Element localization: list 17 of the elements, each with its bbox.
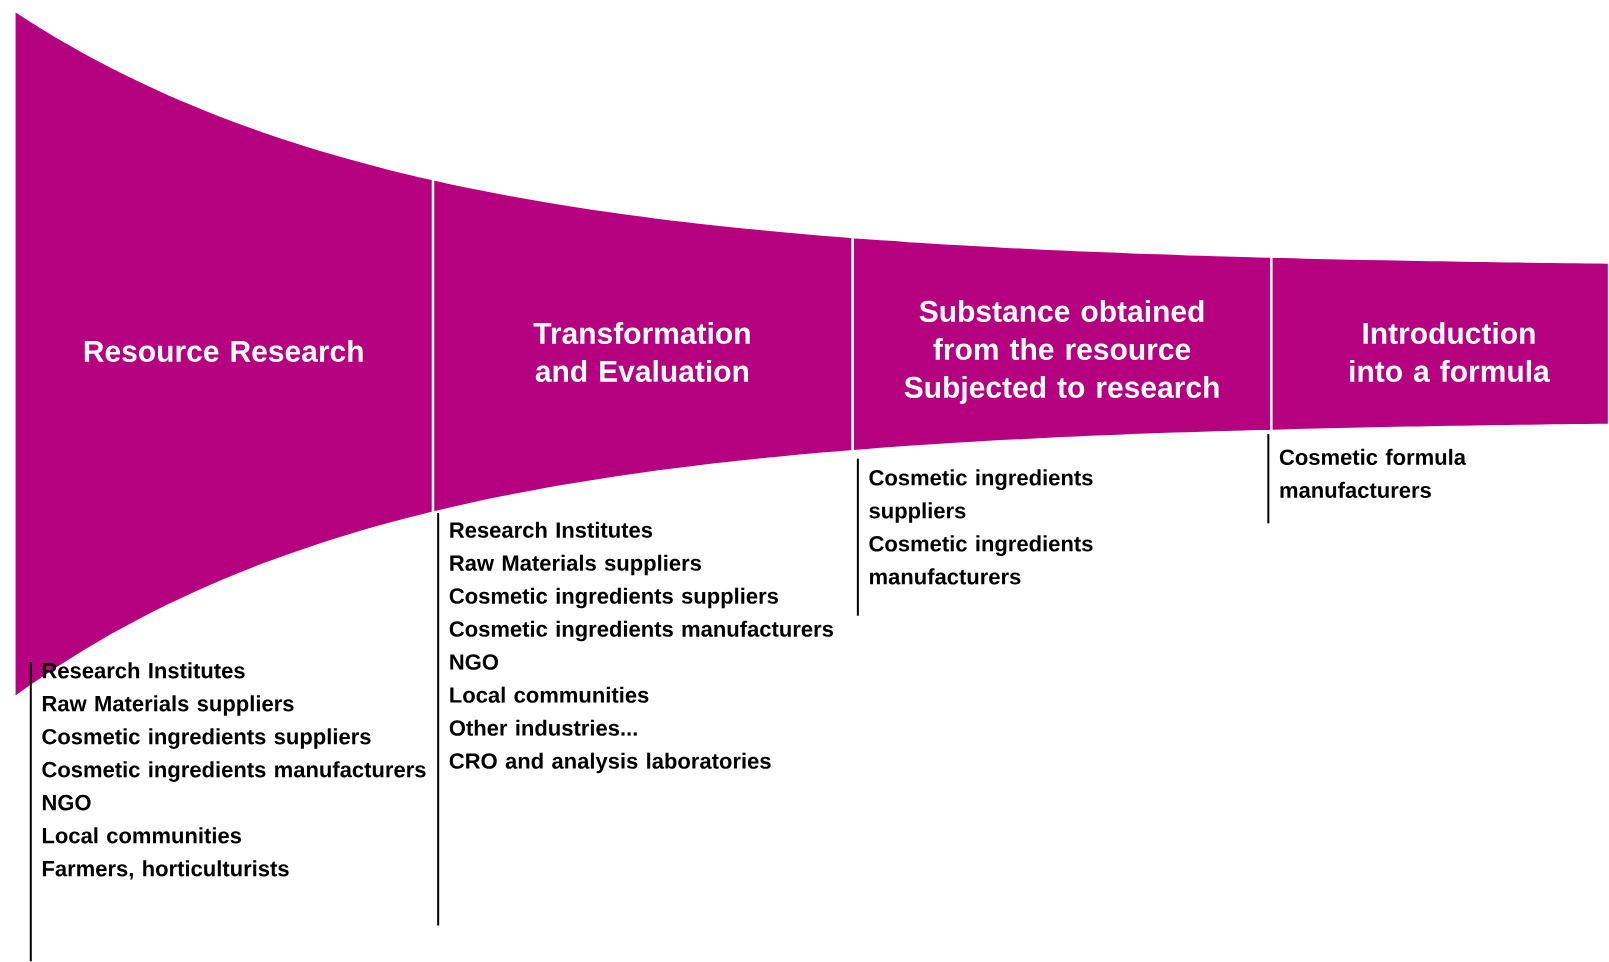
list-item: Farmers, horticulturists: [42, 860, 289, 880]
list-item: Cosmetic ingredients suppliers: [449, 587, 778, 609]
list-item: Cosmetic formula manufacturers: [1279, 449, 1467, 499]
list-item: NGO: [42, 795, 91, 811]
list-item: Research Institutes: [450, 521, 653, 539]
list-item: Cosmetic ingredients manufacturers: [869, 535, 1093, 585]
funnel-segment: Introduction into a formula: [1270, 255, 1609, 433]
list-item: Cosmetic ingredients manufacturers: [449, 620, 833, 642]
list-item: CRO and analysis laboratories: [449, 752, 771, 774]
list-item: NGO: [450, 654, 498, 671]
list-item: Cosmetic ingredients suppliers: [42, 728, 371, 750]
list-item: Raw Materials suppliers: [450, 554, 701, 576]
list-item: Cosmetic ingredients manufacturers: [42, 761, 426, 783]
list-item: Local communities: [450, 686, 649, 704]
list-item: Local communities: [42, 827, 241, 844]
list-item: Cosmetic ingredients suppliers: [869, 469, 1093, 524]
list-item: Other industries...: [449, 719, 637, 737]
